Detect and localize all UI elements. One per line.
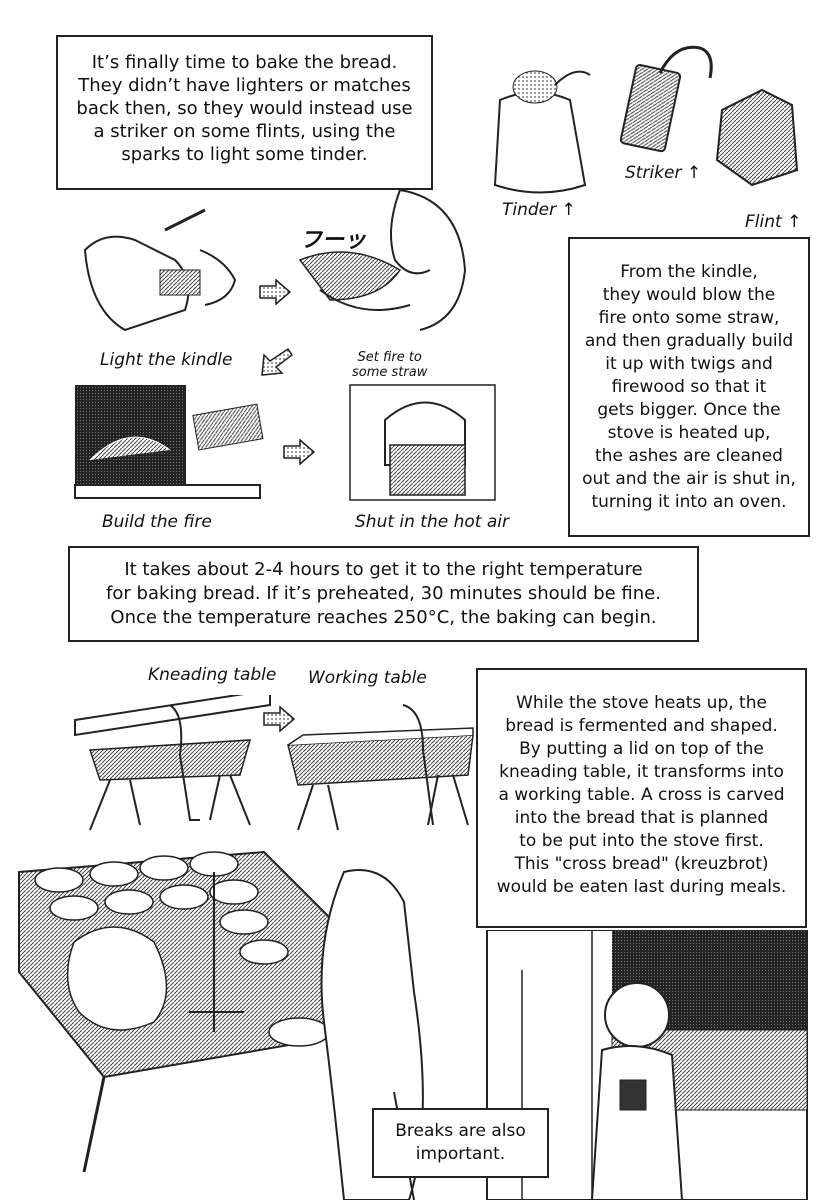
temperature-caption: It takes about 2-4 hours to get it to th… [68,546,699,642]
tinder-label: Tinder ↑ [502,200,576,220]
flint-label: Flint ↑ [745,212,802,232]
tinder-bag-illustration [493,70,591,194]
set-fire-label: Set fire to some straw [352,350,428,380]
breaks-caption: Breaks are also important. [372,1108,549,1178]
arrow-right-3-icon [263,705,296,733]
bread-shaping-illustration [18,850,424,1200]
arrow-right-1-icon [259,278,292,306]
lighting-kindle-illustration [83,208,237,332]
arrow-right-2-icon [283,438,316,466]
oven-illustration [349,384,496,501]
intro-caption: It’s finally time to bake the bread. The… [56,35,433,190]
working-table-illustration [287,704,474,831]
arrow-down-left-icon [261,347,294,376]
kneading-table-illustration [74,695,271,831]
build-fire-label: Build the fire [102,512,212,532]
light-kindle-label: Light the kindle [100,350,233,370]
striker-label: Striker ↑ [625,163,702,183]
kneading-table-label: Kneading table [148,665,277,685]
break-scene-illustration [486,930,808,1200]
shut-hot-air-label: Shut in the hot air [355,512,509,532]
striker-illustration [620,45,713,153]
ferment-caption: While the stove heats up, the bread is f… [476,668,807,928]
kindle-caption: From the kindle, they would blow the fir… [568,237,810,537]
fire-building-illustration [74,385,264,499]
blowing-straw-illustration [298,189,467,331]
sfx-blow: フーッ [300,228,367,253]
flint-illustration [715,88,799,187]
working-table-label: Working table [308,668,427,688]
